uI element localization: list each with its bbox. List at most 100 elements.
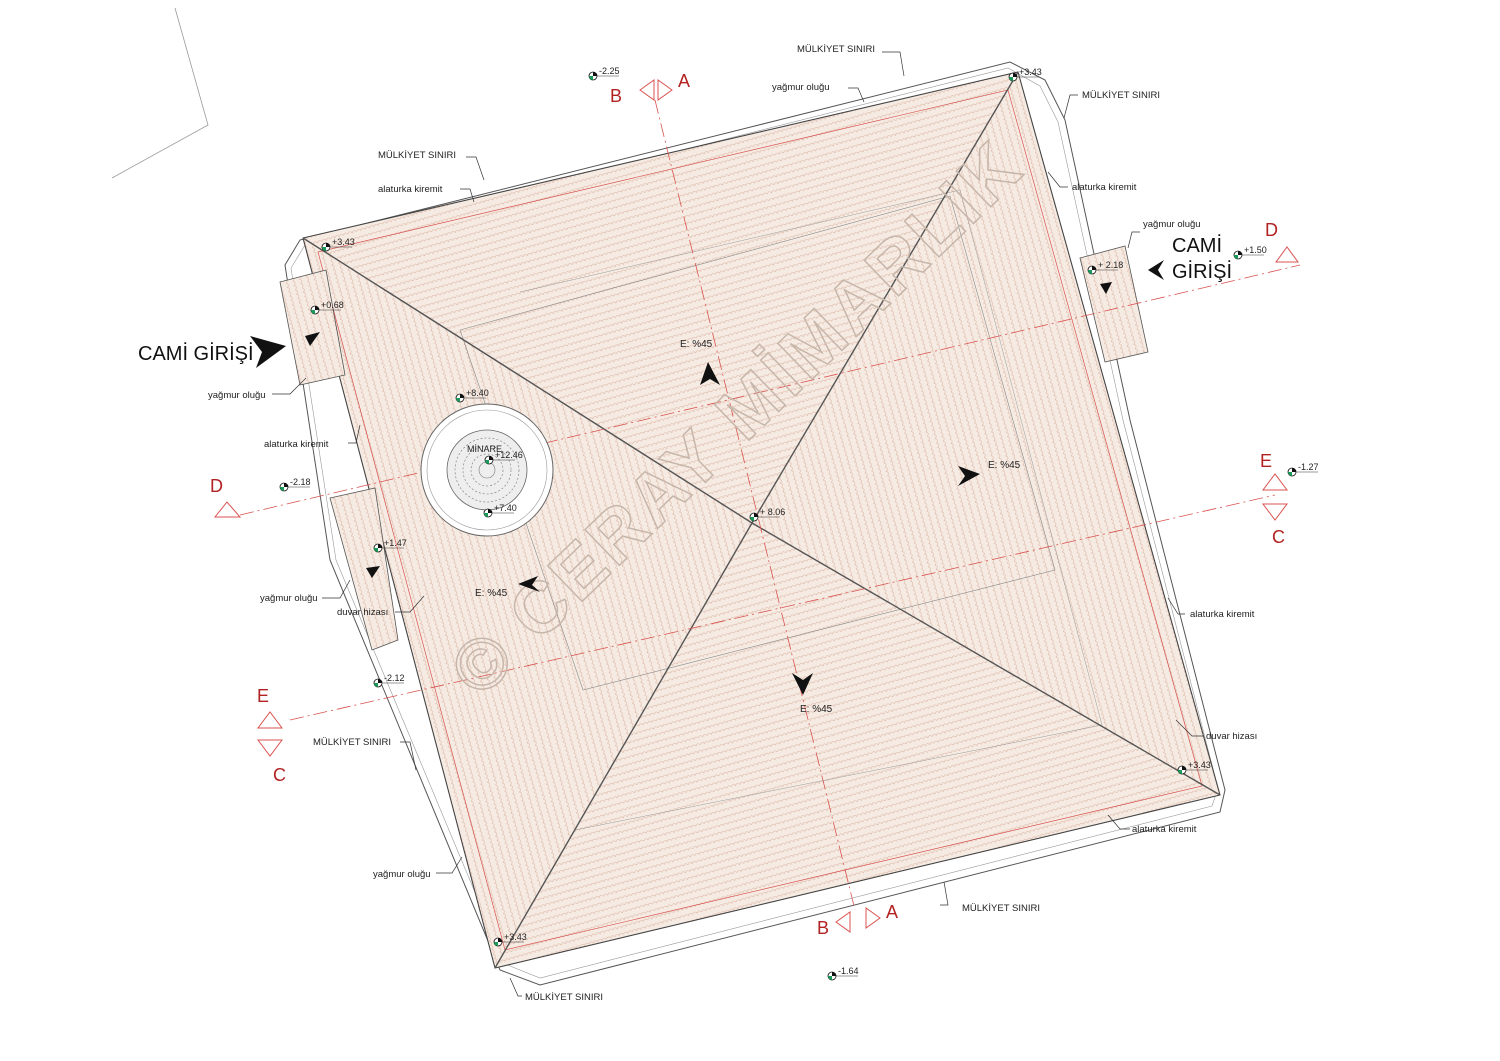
elevation-label: +1.50 <box>1244 245 1267 255</box>
entrance-left: CAMİ GİRİŞİ <box>138 336 286 368</box>
slope-arrow-nw-porch <box>305 332 320 346</box>
elevation-label: -1.27 <box>1298 462 1319 472</box>
note-property-top: MÜLKİYET SINIRI <box>797 44 875 55</box>
section-markers: B A B A D D E C E C <box>210 71 1299 938</box>
section-line-a <box>654 99 856 911</box>
note-property-bottom: MÜLKİYET SINIRI <box>962 903 1040 914</box>
note-property-lower-left: MÜLKİYET SINIRI <box>313 737 391 748</box>
section-b-bottom: B <box>817 918 829 938</box>
section-d-left: D <box>210 476 223 496</box>
note-wall-right: duvar hizası <box>1206 731 1257 742</box>
entrance-left-label: CAMİ GİRİŞİ <box>138 342 254 365</box>
elevation-marker: + 2.18 <box>1087 260 1123 275</box>
entrance-right-label-2: GİRİŞİ <box>1172 260 1232 283</box>
hip-nw <box>302 237 753 524</box>
entrance-left-arrow <box>250 336 286 368</box>
note-gutter-west: yağmur oluğu <box>260 593 318 604</box>
section-e-left: E <box>257 686 269 706</box>
section-a-top: A <box>678 71 690 91</box>
elevation-marker: +3.43 <box>1008 67 1042 82</box>
elevation-label: -2.25 <box>599 66 620 76</box>
slope-label-north: E: %45 <box>680 339 713 350</box>
note-gutter-left: yağmur oluğu <box>208 390 266 401</box>
elevation-label: +1.47 <box>384 538 407 548</box>
slope-arrow-west <box>518 576 540 592</box>
elevation-marker: +1.47 <box>373 538 407 553</box>
elevation-marker: -1.64 <box>827 966 859 981</box>
slope-arrows <box>305 282 1112 695</box>
minaret-label: MİNARE <box>467 444 502 454</box>
entrance-right-arrow <box>1148 260 1164 280</box>
roof-face-west <box>303 238 752 968</box>
slope-arrow-north <box>700 362 720 385</box>
elevation-marker: +8.40 <box>455 388 489 403</box>
elevation-label: -2.12 <box>384 673 405 683</box>
section-c-right: C <box>1272 527 1285 547</box>
section-c-left: C <box>273 765 286 785</box>
note-gutter-bottom: yağmur oluğu <box>373 869 431 880</box>
slope-arrow-east <box>958 466 980 486</box>
elevation-label: +12.46 <box>495 450 523 460</box>
entrance-right-label-1: CAMİ <box>1172 234 1222 257</box>
porch-e <box>1079 245 1149 363</box>
elevation-label: + 8.06 <box>760 507 785 517</box>
note-tile-top: alaturka kiremit <box>378 184 443 195</box>
note-gutter-top: yağmur oluğu <box>772 82 830 93</box>
section-b-top: B <box>610 86 622 106</box>
inner-structure-lines-2 <box>519 189 1103 831</box>
hip-se <box>751 522 1221 796</box>
note-property-right: MÜLKİYET SINIRI <box>1082 90 1160 101</box>
note-property-left: MÜLKİYET SINIRI <box>378 150 456 161</box>
elevation-markers: -2.25 +3.43 +3.43 +0.68 +8.40 +12.46 +7.40 -2.1… <box>279 66 1319 981</box>
porch-nw <box>279 269 346 386</box>
slope-label-east: E: %45 <box>988 460 1021 471</box>
porch-w <box>329 487 399 651</box>
slope-arrow-w-porch <box>366 566 380 578</box>
elevation-label: +3.43 <box>504 932 527 942</box>
elevation-label: +3.43 <box>1188 760 1211 770</box>
elevation-marker: +12.46 <box>484 450 523 465</box>
section-d-right: D <box>1265 220 1278 240</box>
elevation-marker: +7.40 <box>483 503 517 518</box>
elevation-label: +3.43 <box>1019 67 1042 77</box>
elevation-marker: -1.27 <box>1287 462 1319 477</box>
elevation-marker: + 8.06 <box>749 507 785 522</box>
elevation-marker: +3.43 <box>321 237 355 252</box>
site-boundary-line <box>111 7 209 179</box>
elevation-label: + 2.18 <box>1098 260 1123 270</box>
hip-ne <box>751 71 1019 524</box>
elevation-marker: +3.43 <box>1177 760 1211 775</box>
elevation-marker: -2.12 <box>373 673 405 688</box>
elevation-marker: +0.68 <box>310 300 344 315</box>
minaret: MİNARE <box>420 403 554 537</box>
leader-lines <box>272 51 1203 997</box>
elevation-label: +0.68 <box>321 300 344 310</box>
section-e-right: E <box>1260 451 1272 471</box>
section-line-e <box>289 494 1276 721</box>
roof-face-east <box>752 72 1220 795</box>
elevation-marker: +3.43 <box>493 932 527 947</box>
note-property-bottom-left: MÜLKİYET SINIRI <box>525 992 603 1003</box>
elevation-label: -2.18 <box>290 477 311 487</box>
note-wall-left: duvar hizası <box>337 607 388 618</box>
elevation-label: +3.43 <box>332 237 355 247</box>
elevation-marker: +1.50 <box>1233 245 1267 260</box>
note-tile-east: alaturka kiremit <box>1190 609 1255 620</box>
section-a-bottom: A <box>886 902 898 922</box>
slope-label-south: E: %45 <box>800 704 833 715</box>
entrance-right: CAMİ GİRİŞİ <box>1148 234 1232 283</box>
slope-arrow-e-porch <box>1100 282 1112 294</box>
inner-structure-lines <box>459 195 1056 691</box>
note-gutter-right: yağmur oluğu <box>1143 219 1201 230</box>
elevation-marker: -2.25 <box>588 66 620 81</box>
slope-label-west: E: %45 <box>475 588 508 599</box>
roof-face-south <box>495 523 1220 968</box>
elevation-label: +7.40 <box>494 503 517 513</box>
elevation-label: +8.40 <box>466 388 489 398</box>
note-tile-right: alaturka kiremit <box>1072 182 1137 193</box>
slope-arrow-south <box>792 673 813 695</box>
roof-face-north <box>303 72 1018 523</box>
elevation-label: -1.64 <box>838 966 859 976</box>
property-boundary-inner <box>290 67 1219 979</box>
elevation-marker: -2.18 <box>279 477 311 492</box>
